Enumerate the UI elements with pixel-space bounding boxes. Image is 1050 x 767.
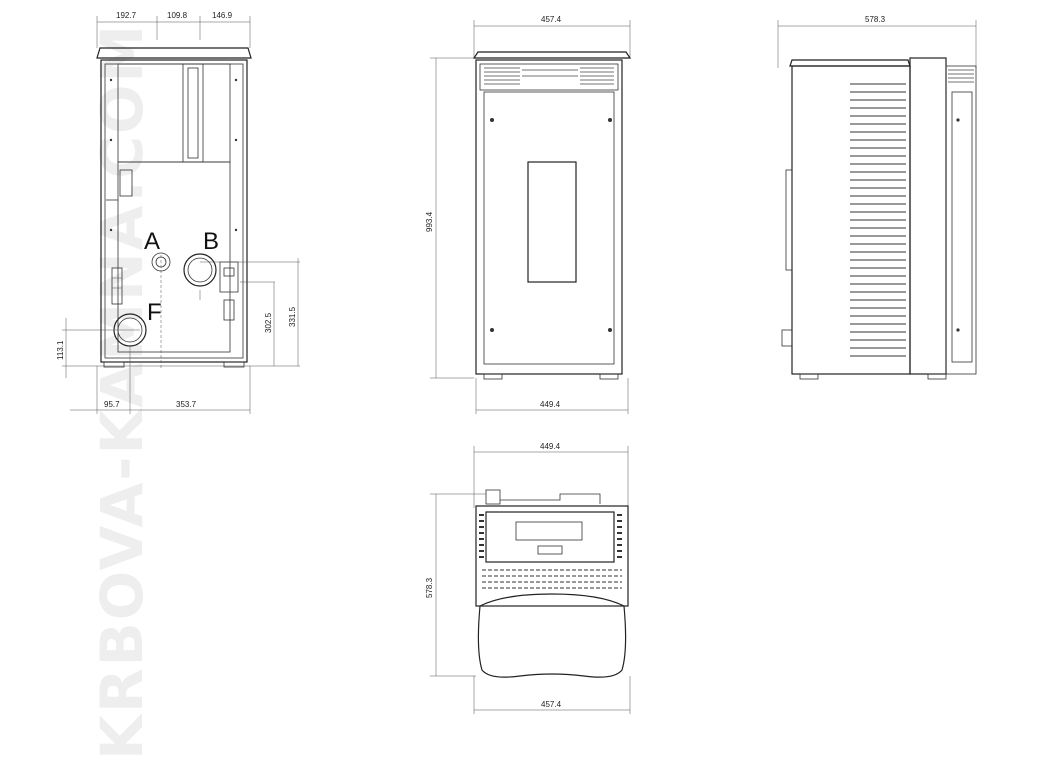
label-a: A [144, 228, 160, 255]
rear-dim-top-left: 192.7 [116, 11, 137, 20]
rear-dim-top-mid: 109.8 [167, 11, 188, 20]
front-dim-height: 993.4 [425, 211, 434, 232]
side-dim-top: 578.3 [865, 15, 886, 24]
front-dim-bottom: 449.4 [540, 400, 561, 409]
front-dim-top: 457.4 [541, 15, 562, 24]
label-b: B [203, 228, 219, 255]
front-view: 457.4 993.4 449.4 [425, 15, 632, 414]
rear-dim-bottom-left: 95.7 [104, 400, 120, 409]
side-view: 578.3 [777, 15, 977, 380]
rear-dim-bottom-right: 353.7 [176, 400, 197, 409]
rear-dim-right-inner: 302.5 [264, 312, 273, 333]
top-dim-depth: 578.3 [425, 577, 434, 598]
label-f: F [147, 299, 162, 326]
rear-view: 192.7 109.8 146.9 [56, 11, 300, 414]
top-view: 449.4 578.3 457 [425, 442, 631, 714]
top-dim-top: 449.4 [540, 442, 561, 451]
rear-dim-top-right: 146.9 [212, 11, 233, 20]
rear-dim-right-outer: 331.5 [288, 306, 297, 327]
top-dim-bottom: 457.4 [541, 700, 562, 709]
rear-dim-left-height: 113.1 [56, 340, 65, 360]
